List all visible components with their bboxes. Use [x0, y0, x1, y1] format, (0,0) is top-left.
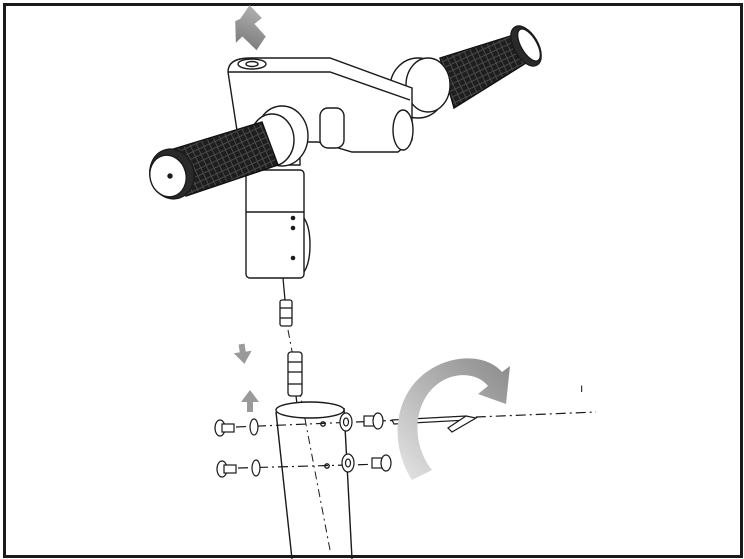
washer-left-lower [251, 459, 261, 477]
lift-arrow-icon [241, 390, 259, 412]
figure-frame [3, 3, 743, 558]
insert-arrow-icon [233, 343, 252, 364]
left-grip [149, 121, 279, 200]
stem-tube [245, 169, 305, 279]
right-grip [389, 25, 542, 119]
rotate-arrow-icon [397, 358, 510, 480]
lower-cable-connector [287, 351, 303, 413]
handlebar-assembly [149, 25, 542, 279]
bolt-left-upper [214, 419, 235, 437]
lower-fastener-row [216, 453, 392, 478]
washer-left-upper [249, 418, 259, 436]
nut-right-lower [371, 454, 392, 472]
nut-right-upper [363, 412, 384, 430]
bolt-left-lower [216, 460, 237, 478]
upper-cable-connector [279, 277, 293, 327]
lower-tube [275, 401, 353, 559]
callout-mark: ı [580, 381, 583, 395]
press-down-arrow-icon [235, 5, 266, 51]
